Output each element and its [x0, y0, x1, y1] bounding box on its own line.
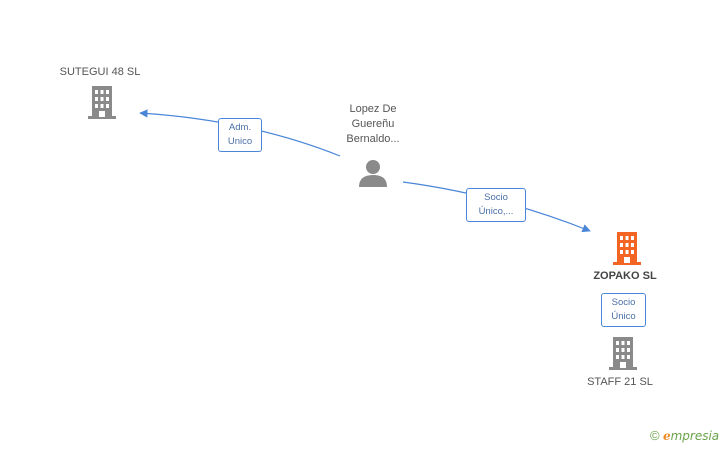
relation-line: Adm. — [228, 122, 252, 133]
node-label-staff: STAFF 21 SL — [587, 376, 653, 388]
relation-label-adm-unico[interactable]: Adm. Unico — [218, 118, 262, 152]
brand-rest: mpresia — [670, 429, 720, 443]
building-icon[interactable] — [86, 84, 118, 120]
relation-line: Unico — [227, 136, 253, 147]
person-icon[interactable] — [358, 158, 388, 188]
relation-line: Socio — [611, 297, 636, 308]
node-label-person: Lopez De Guereñu Bernaldo... — [318, 102, 428, 147]
person-label-line-2: Guereñu — [351, 118, 395, 130]
relation-line: Socio — [484, 192, 508, 203]
copyright-symbol: © — [650, 428, 660, 443]
node-label-zopako: ZOPAKO SL — [593, 270, 657, 282]
relation-line: Único,... — [478, 206, 514, 217]
relation-line: Único — [611, 311, 636, 322]
building-icon[interactable] — [607, 335, 639, 371]
building-icon[interactable] — [611, 230, 643, 266]
person-label-line-3: Bernaldo... — [346, 133, 400, 145]
node-label-sutegui: SUTEGUI 48 SL — [59, 66, 141, 78]
relation-label-socio-unico-trunc[interactable]: Socio Único,... — [466, 188, 526, 222]
empresia-brand: © empresia — [650, 428, 719, 443]
brand-e: e — [662, 429, 671, 443]
person-label-line-1: Lopez De — [349, 103, 397, 115]
relation-label-socio-unico[interactable]: Socio Único — [601, 293, 646, 327]
